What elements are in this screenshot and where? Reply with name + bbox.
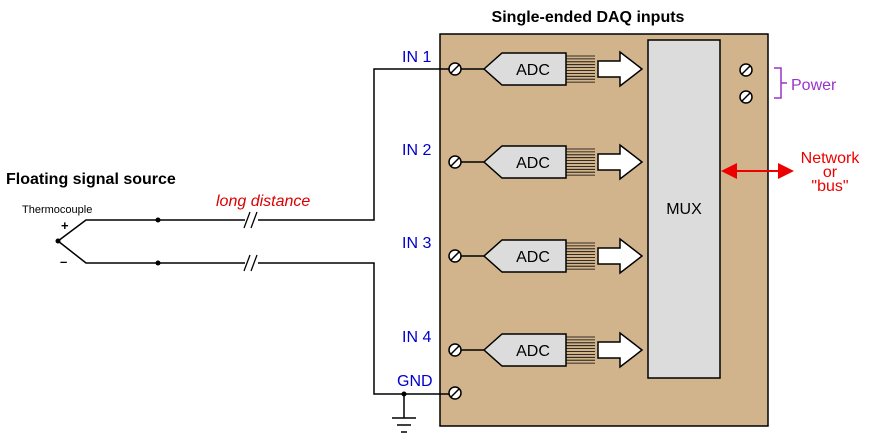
input-label-4: IN 4: [402, 329, 431, 346]
data-arrow: [597, 143, 644, 181]
data-arrow: [597, 237, 644, 275]
adc-channel-3: ADC: [448, 237, 644, 275]
adc-channels: ADC ADC ADC ADC: [448, 50, 644, 369]
input-terminal: [448, 343, 462, 357]
network-label-1: Network: [801, 150, 861, 167]
gnd-terminal: [448, 386, 462, 400]
network-label-2: or: [823, 164, 838, 181]
distance-label: long distance: [216, 193, 310, 210]
source-label: Floating signal source: [6, 171, 176, 188]
input-label-2: IN 2: [402, 142, 431, 159]
plus-sign: +: [61, 218, 69, 233]
thermocouple-junction: [55, 238, 61, 244]
adc-label: ADC: [516, 343, 550, 360]
mux-label: MUX: [666, 201, 702, 218]
adc-label: ADC: [516, 249, 550, 266]
mux-block: [647, 39, 721, 379]
junction-dot: [401, 391, 407, 397]
adc-label: ADC: [516, 155, 550, 172]
power-label: Power: [791, 77, 837, 94]
adc-block: [482, 145, 567, 179]
minus-sign: –: [60, 254, 67, 269]
input-label-3: IN 3: [402, 235, 431, 252]
gnd-label: GND: [397, 373, 433, 390]
adc-label: ADC: [516, 62, 550, 79]
power-terminals: [739, 63, 753, 104]
input-label-1: IN 1: [402, 49, 431, 66]
cable-break-plus: [243, 211, 258, 229]
diagram-title: Single-ended DAQ inputs: [492, 9, 685, 26]
cable-break-minus: [243, 254, 258, 272]
adc-channel-4: ADC: [448, 331, 644, 369]
junction-dot: [155, 260, 161, 266]
input-terminal: [448, 249, 462, 263]
adc-block: [482, 52, 567, 86]
field-wiring: [57, 68, 449, 433]
network-label-3: "bus": [811, 178, 848, 195]
adc-channel-2: ADC: [448, 143, 644, 181]
input-terminal: [448, 155, 462, 169]
power-bracket: [774, 67, 787, 99]
junction-dot: [155, 217, 161, 223]
data-arrow: [597, 50, 644, 88]
adc-block: [482, 239, 567, 273]
data-arrow: [597, 331, 644, 369]
adc-channel-1: ADC: [448, 50, 644, 88]
adc-block: [482, 333, 567, 367]
sensor-label: Thermocouple: [22, 204, 92, 216]
input-terminal: [448, 62, 462, 76]
